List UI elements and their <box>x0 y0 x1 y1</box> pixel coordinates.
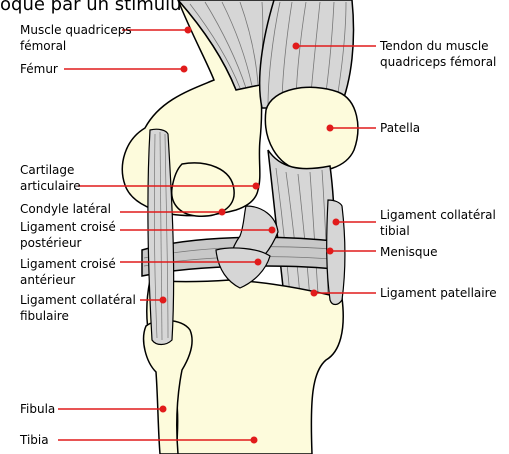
label-anterior-cruciate-line1: Ligament croisé <box>20 257 116 271</box>
label-meniscus: Menisque <box>380 245 438 259</box>
label-tibial-collateral-line1: Ligament collatéral <box>380 208 496 222</box>
label-femur: Fémur <box>20 62 58 76</box>
label-fibular-collateral-line2: fibulaire <box>20 309 69 323</box>
label-patellar-ligament: Ligament patellaire <box>380 286 497 300</box>
label-patella: Patella <box>380 121 420 135</box>
label-cartilage-line1: Cartilage <box>20 163 74 177</box>
label-cartilage-line2: articulaire <box>20 179 81 193</box>
label-anterior-cruciate-line2: antérieur <box>20 273 75 287</box>
label-fibula: Fibula <box>20 402 55 416</box>
label-lateral-condyle: Condyle latéral <box>20 202 111 216</box>
label-tibia: Tibia <box>19 433 49 447</box>
label-tibial-collateral-line2: tibial <box>380 224 410 238</box>
label-quadriceps-line1: Muscle quadriceps <box>20 23 132 37</box>
patella-bone <box>265 87 357 171</box>
caption-text: oqué par un stimulus. <box>0 0 197 15</box>
label-quadriceps-line2: fémoral <box>20 39 66 53</box>
label-posterior-cruciate-line1: Ligament croisé <box>20 220 116 234</box>
label-posterior-cruciate-line2: postérieur <box>20 236 82 250</box>
label-fibular-collateral-line1: Ligament collatéral <box>20 293 136 307</box>
label-quadriceps-tendon-line1: Tendon du muscle <box>379 39 489 53</box>
label-quadriceps-tendon-line2: quadriceps fémoral <box>380 55 496 69</box>
